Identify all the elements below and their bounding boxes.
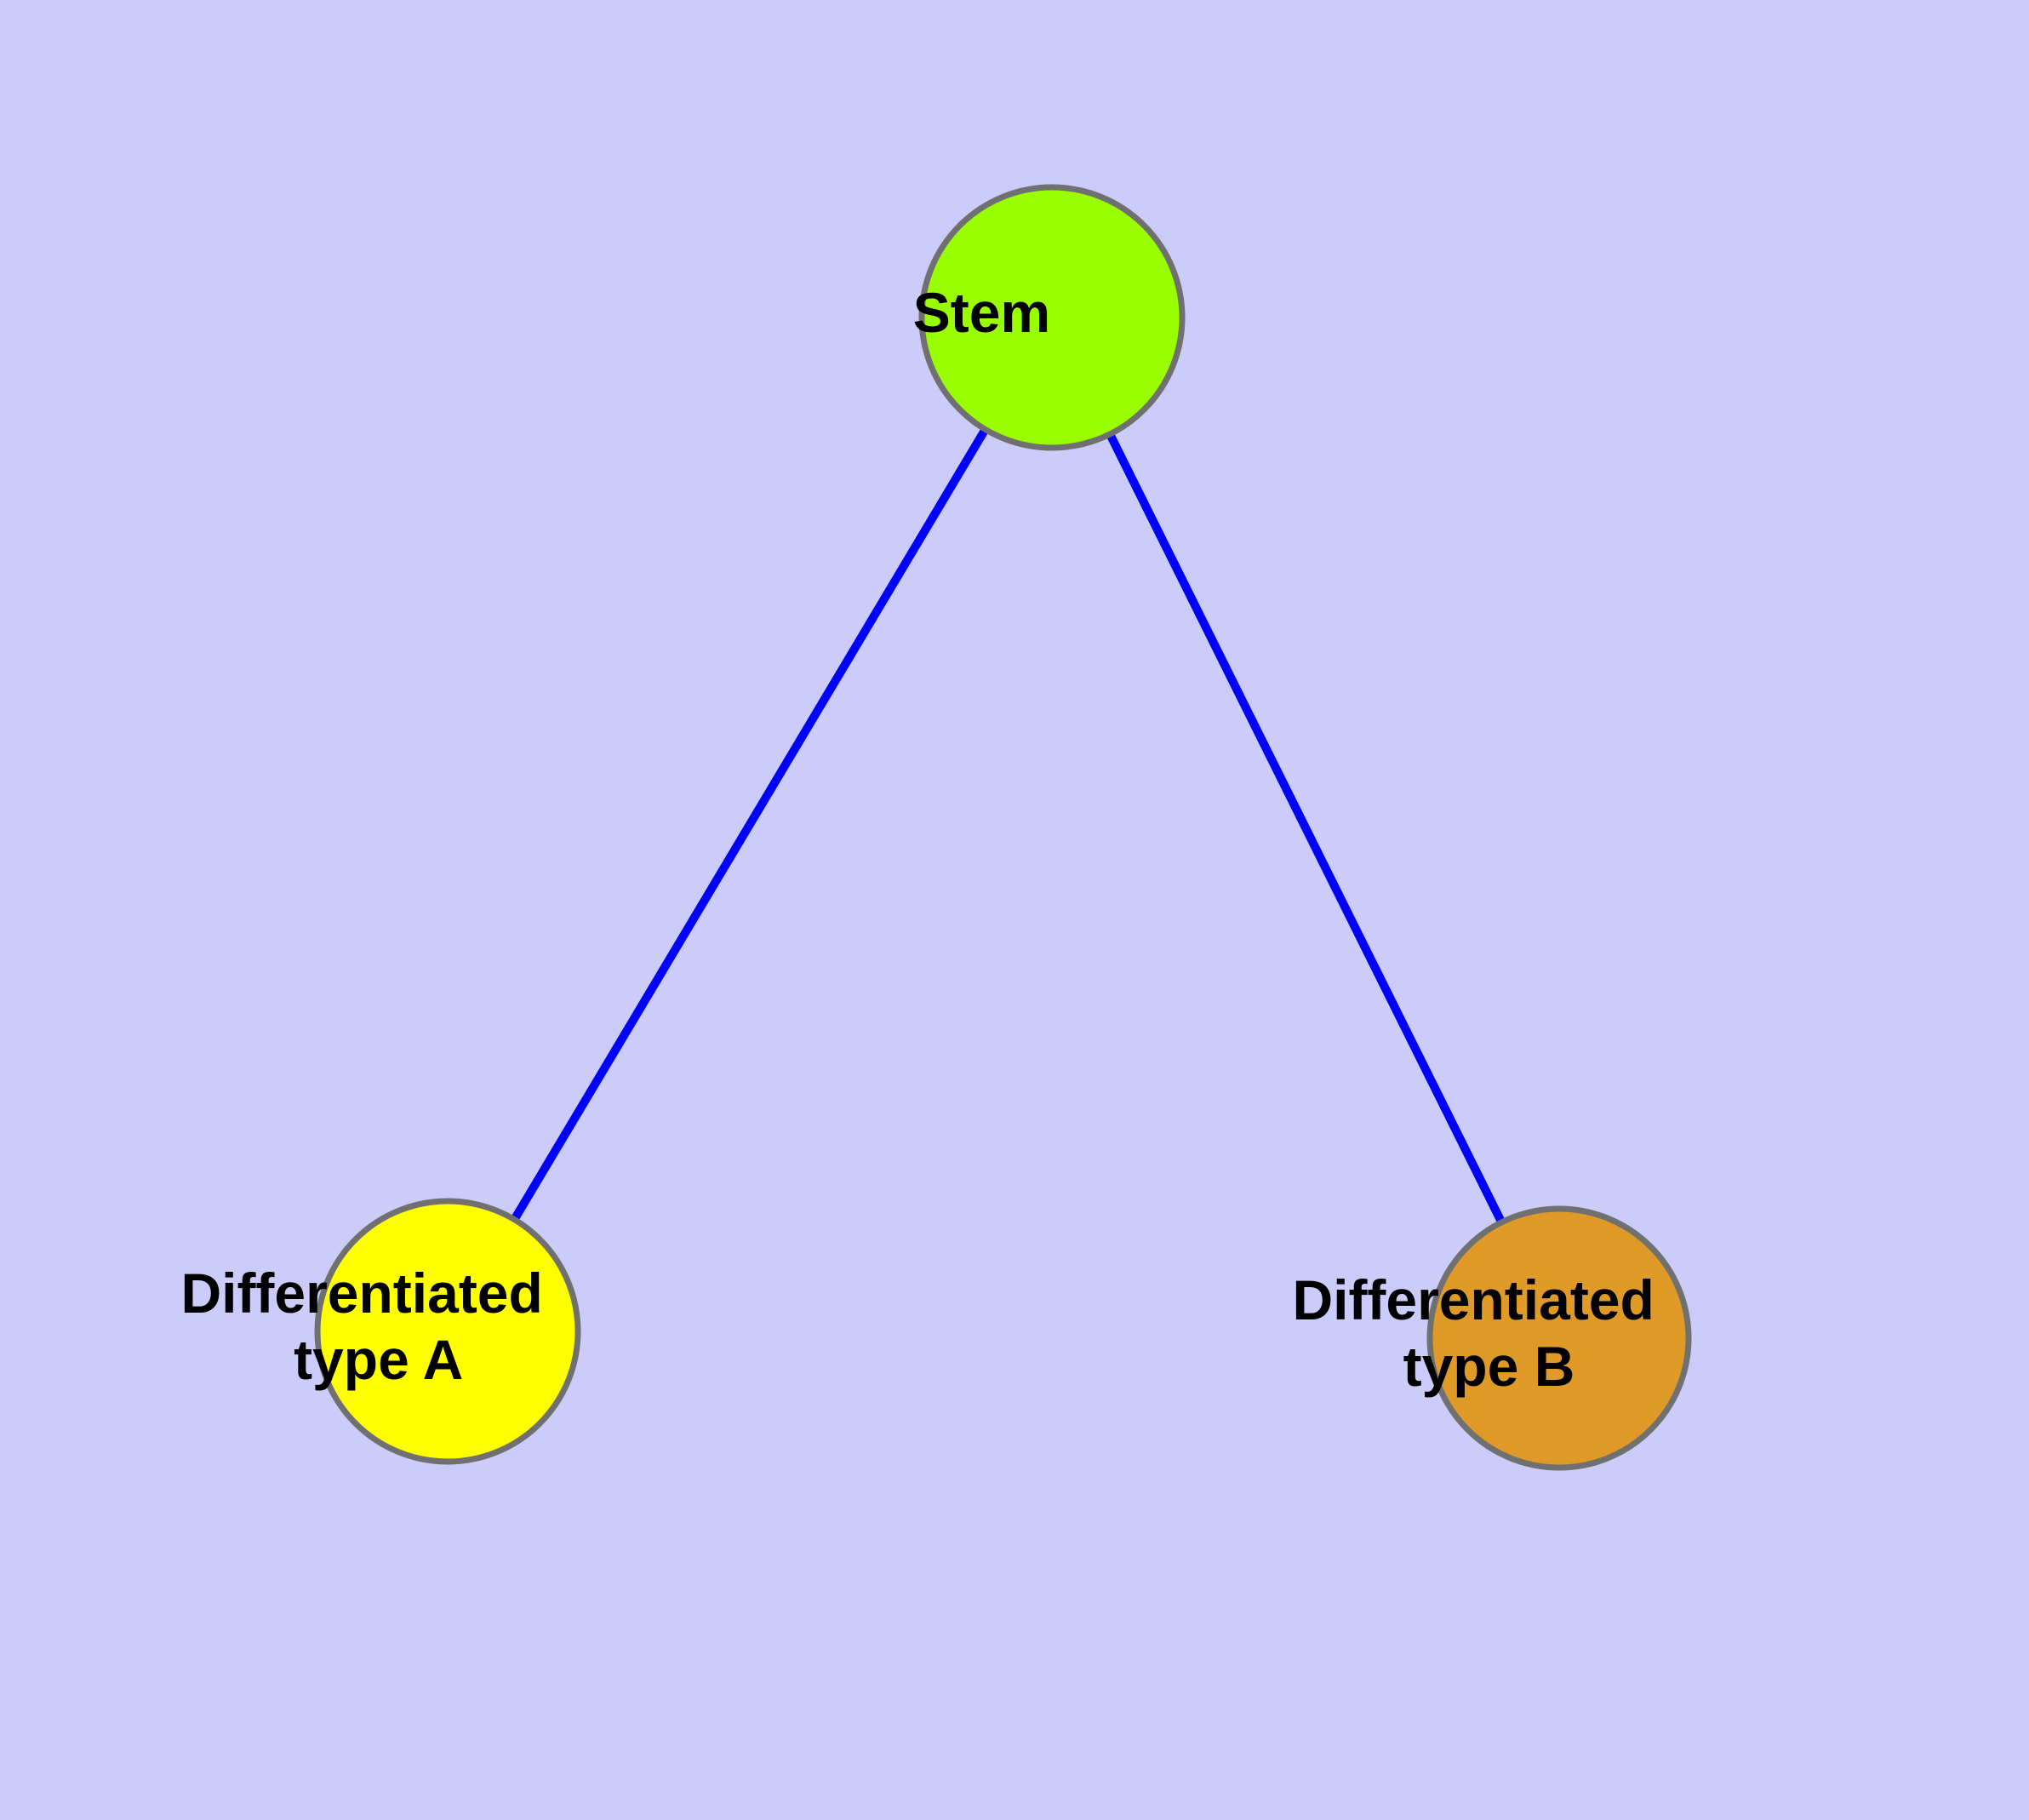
nodes-layer: Differentiated type A Differentiated typ… [180,184,1826,1471]
node-label-line: type B [1403,1335,1575,1398]
node-differentiated-type-b[interactable]: Differentiated type B [1292,1205,1826,1471]
node-circle-stem[interactable] [918,184,1186,451]
node-label-differentiated-type-b: Differentiated type B [1292,1268,1826,1398]
node-label-differentiated-type-a: Differentiated type A [180,1262,714,1391]
node-stem[interactable]: Stem [913,184,1191,451]
edges-layer [443,315,1563,1341]
edge-stem-to-differentiated-type-a[interactable] [443,315,1056,1334]
node-label-line: type A [294,1328,462,1391]
node-label-line: Stem [913,281,1050,344]
node-label-stem: Stem [913,281,1191,344]
node-circle-differentiated-type-b[interactable] [1426,1205,1692,1471]
node-circle-differentiated-type-a[interactable] [314,1198,581,1465]
node-label-line: Differentiated [1292,1268,1654,1331]
node-label-line: Differentiated [180,1262,542,1325]
node-differentiated-type-a[interactable]: Differentiated type A [180,1198,714,1465]
edge-stem-to-differentiated-type-b[interactable] [1048,315,1563,1341]
